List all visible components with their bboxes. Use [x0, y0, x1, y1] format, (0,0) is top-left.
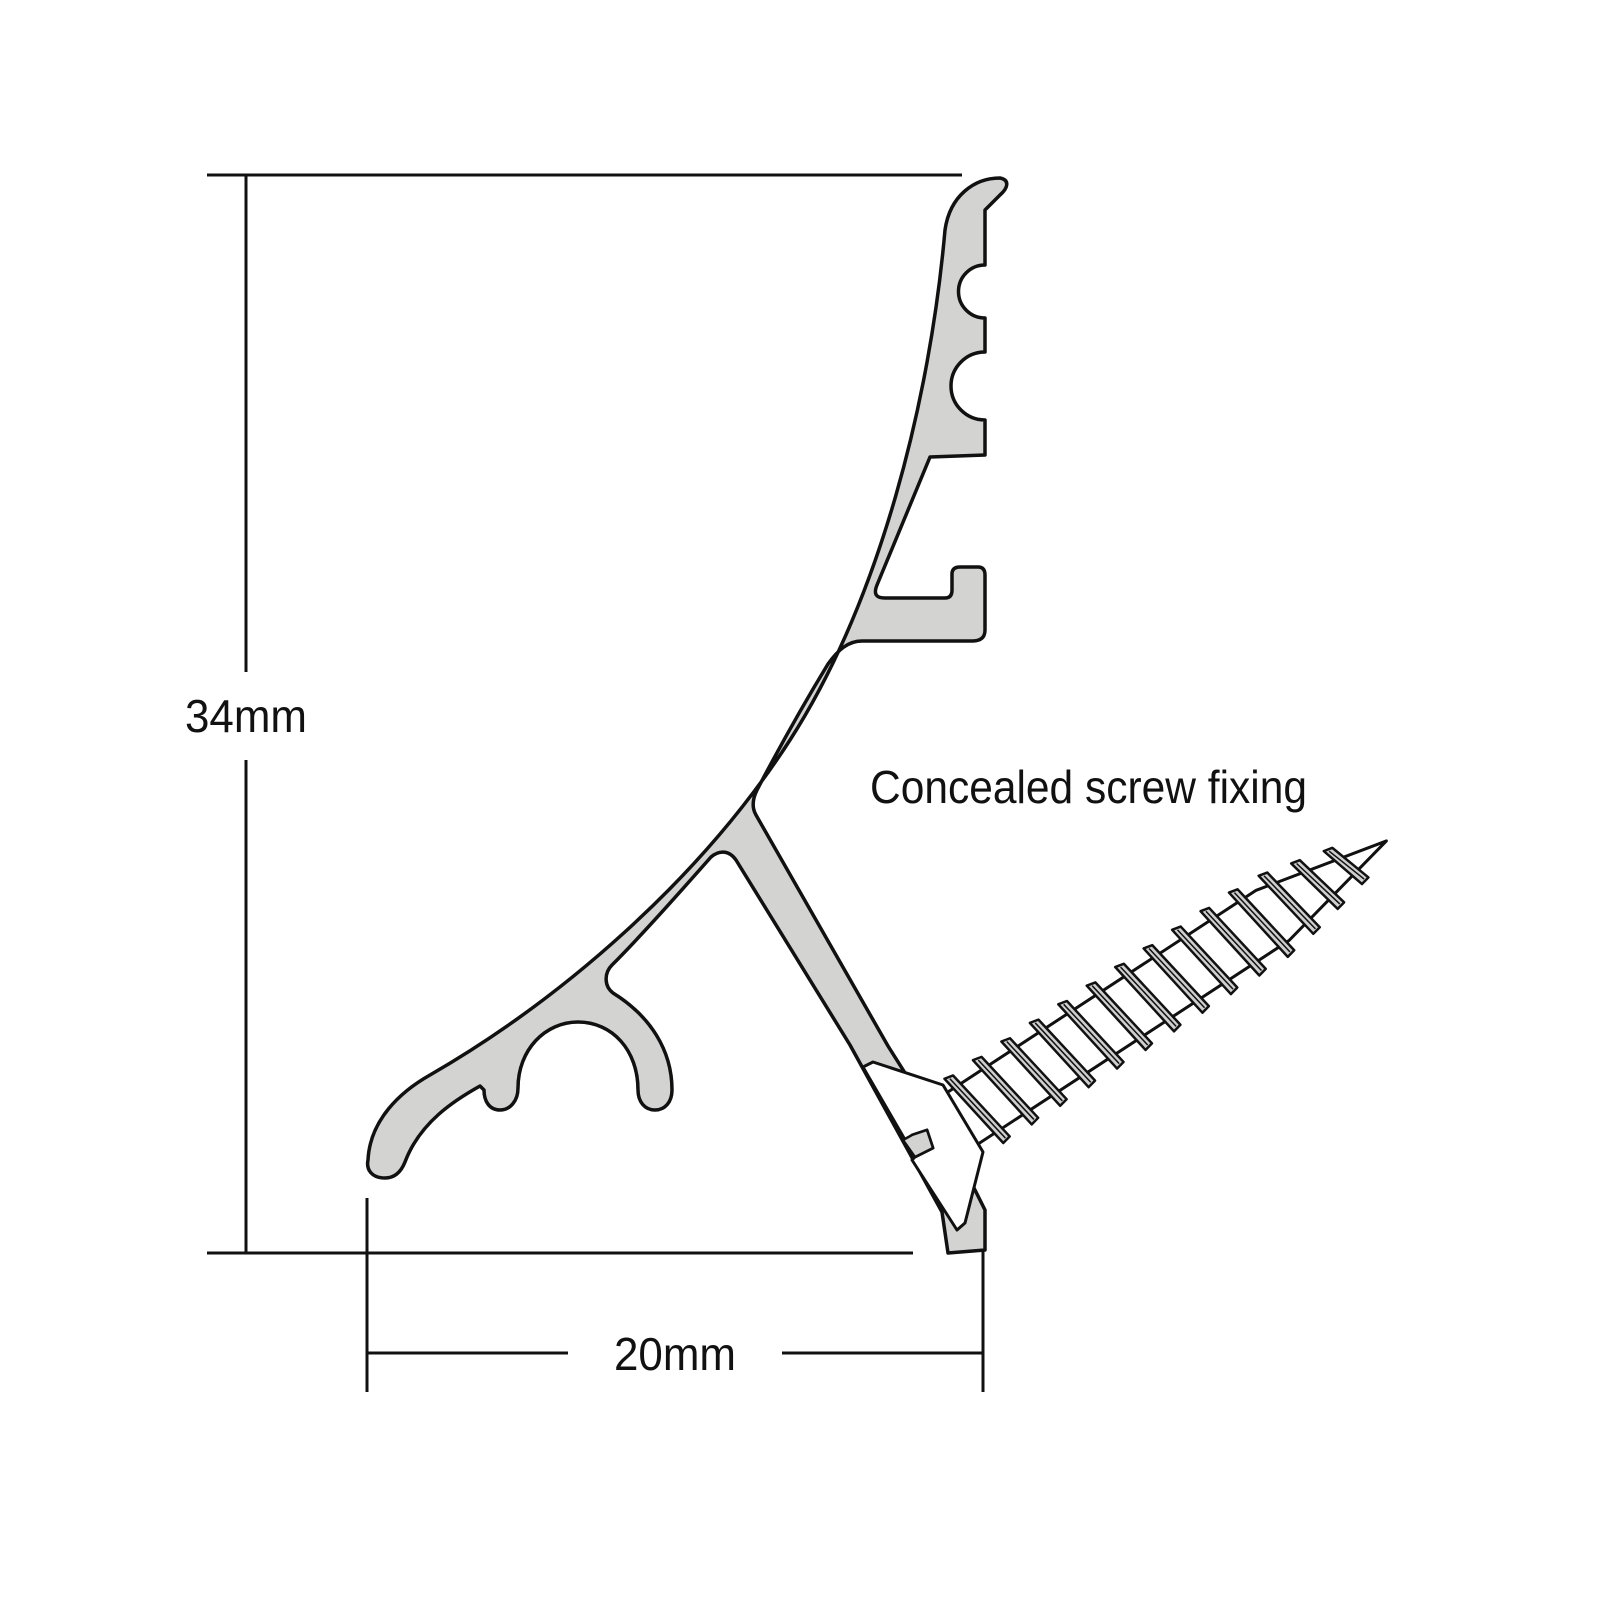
screw-thread-line	[1233, 892, 1291, 953]
screw-thread-line	[1328, 850, 1365, 880]
screw-thread	[1322, 846, 1370, 886]
screw-thread-line	[949, 1078, 1006, 1139]
width-dimension: 20mm	[365, 1198, 985, 1392]
screw-thread-line	[1063, 1003, 1120, 1065]
height-dimension: 34mm	[185, 173, 962, 1255]
screw-thread-line	[977, 1059, 1035, 1120]
screw-thread-line	[1263, 875, 1316, 930]
skirting-profile	[365, 176, 1009, 1255]
screw-shank	[943, 839, 1388, 1146]
height-label: 34mm	[185, 690, 307, 742]
width-label: 20mm	[614, 1328, 736, 1380]
screw-thread	[1289, 858, 1346, 911]
screw-thread-line	[1120, 966, 1177, 1027]
screw-thread-line	[1148, 947, 1206, 1009]
screw-head-notch	[901, 1128, 935, 1159]
screw-thread-line	[1205, 910, 1263, 972]
screw-thread-line	[1034, 1022, 1092, 1083]
screw-thread-line	[1006, 1041, 1063, 1102]
screw-thread-line	[1296, 862, 1341, 905]
annotation-label: Concealed screw fixing	[870, 761, 1307, 813]
screw-thread-line	[1176, 929, 1234, 990]
screw-thread-line	[1091, 985, 1149, 1046]
screw	[861, 839, 1388, 1232]
